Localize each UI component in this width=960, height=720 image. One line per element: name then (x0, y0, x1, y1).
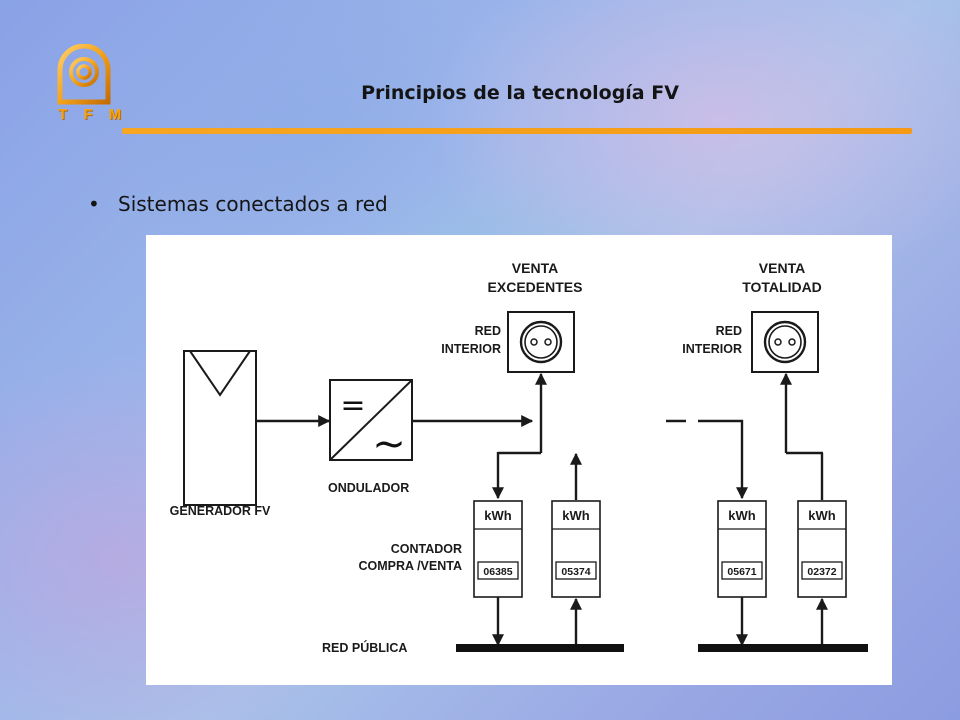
red-publica-label: RED PÚBLICA (322, 640, 407, 655)
inverter-ac-symbol: ~ (372, 421, 406, 467)
slide-title: Principios de la tecnología FV (361, 82, 679, 104)
logo-arch-shape (57, 44, 111, 105)
inverter-dc-symbol: = (340, 388, 365, 423)
logo-outer-ring (69, 57, 99, 87)
meter-1-reading: 06385 (483, 566, 512, 578)
meter-4-reading: 02372 (807, 566, 836, 578)
venta-totalidad-label-2: TOTALIDAD (742, 279, 822, 295)
public-grid-bar-right (698, 644, 868, 652)
logo-letters: T F M (58, 106, 128, 123)
meter-4 (797, 500, 847, 598)
meter-2 (551, 500, 601, 598)
contador-label-2: COMPRA /VENTA (359, 559, 462, 573)
generador-fv-label: GENERADOR FV (170, 504, 271, 518)
meter-1-unit: kWh (484, 508, 512, 523)
bullet-item: • Sistemas conectados a red (88, 192, 388, 216)
socket-left (507, 311, 575, 373)
meter-2-reading: 05374 (561, 566, 590, 578)
red-interior-right-label-2: INTERIOR (682, 342, 742, 356)
grid-connection-diagram: VENTA EXCEDENTES VENTA TOTALIDAD RED INT… (170, 260, 868, 655)
venta-excedentes-label-2: EXCEDENTES (488, 279, 583, 295)
meter-1 (473, 500, 523, 598)
title-underline (122, 128, 912, 134)
meter-3-unit: kWh (728, 508, 756, 523)
public-grid-bar-left (456, 644, 624, 652)
venta-totalidad-label-1: VENTA (759, 260, 805, 276)
red-interior-left-label-1: RED (475, 324, 501, 338)
logo-inner-ring (76, 64, 92, 80)
meter-4-unit: kWh (808, 508, 836, 523)
ondulador-label: ONDULADOR (328, 481, 409, 495)
socket-right (751, 311, 819, 373)
tfm-logo (57, 44, 111, 105)
meter-3 (717, 500, 767, 598)
bullet-text: Sistemas conectados a red (118, 192, 388, 216)
red-interior-left-label-2: INTERIOR (441, 342, 501, 356)
pv-generator (183, 350, 257, 506)
red-interior-right-label-1: RED (716, 324, 742, 338)
meter-3-reading: 05671 (727, 566, 756, 578)
diagram-panel: VENTA EXCEDENTES VENTA TOTALIDAD RED INT… (146, 235, 892, 685)
venta-excedentes-label-1: VENTA (512, 260, 558, 276)
bullet-dot: • (88, 192, 100, 216)
contador-label-1: CONTADOR (391, 542, 462, 556)
meter-2-unit: kWh (562, 508, 590, 523)
